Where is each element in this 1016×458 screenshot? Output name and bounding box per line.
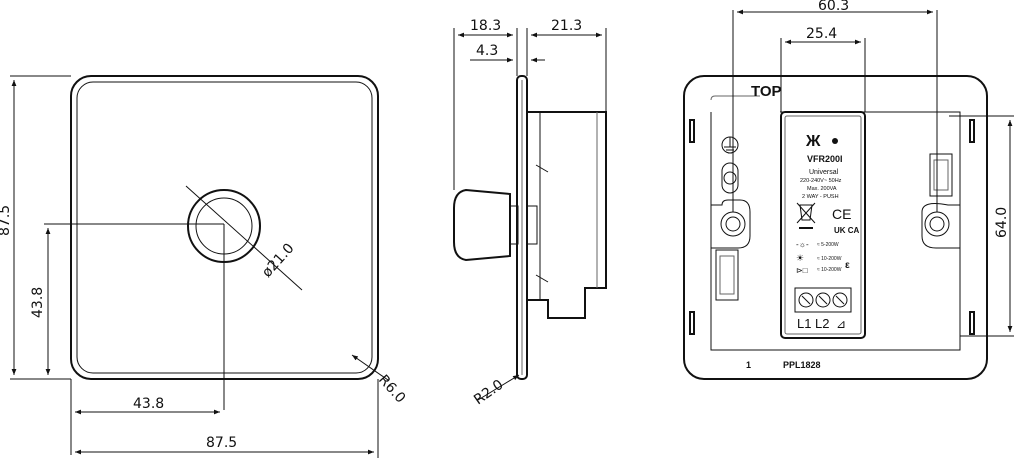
fixing-lug-right [921, 203, 960, 249]
fixing-hole-left-inner [725, 216, 741, 232]
center-y-dimension-label: 43.8 [30, 287, 46, 318]
slot-top-left [689, 119, 695, 143]
terminal-block [794, 287, 852, 313]
earth-terminal [721, 162, 739, 194]
edge-radius-leader [477, 374, 520, 401]
clip-left-inner [719, 255, 735, 295]
load-line-3: ≈ 10-200W [817, 267, 842, 273]
terminal-screw-3 [832, 292, 848, 308]
module-width-label: 25.4 [806, 26, 837, 42]
height-dimension-label: 87.5 [0, 205, 13, 236]
weee-bin-icon [796, 202, 816, 224]
knob-shaft [509, 205, 519, 245]
terminal-l2: L2 [815, 316, 829, 331]
fixing-hole-right-outer [924, 211, 950, 237]
earth-symbol-icon [724, 137, 736, 154]
footer-code: PPL1828 [783, 360, 821, 370]
spec-line-4: 2 WAY - PUSH [802, 194, 839, 200]
rear-plate-outline [683, 75, 988, 380]
corner-radius-label: R6.0 [375, 372, 408, 406]
dimmer-body [526, 111, 607, 319]
clip-right-inner [933, 159, 949, 191]
fixing-lug-left [711, 199, 751, 249]
terminal-screw-2 [815, 292, 831, 308]
model-label: VFR200I [807, 154, 843, 164]
depth-back-label: 21.3 [551, 18, 582, 34]
front-view: ø21.0 87.5 43.8 43.8 87.5 R6.0 [0, 75, 408, 458]
fixing-hole-right-inner [929, 216, 945, 232]
halogen-icon: ⊳□ [796, 266, 808, 275]
dimmer-module-inner [784, 115, 862, 335]
rear-frame-top-edge [710, 95, 760, 101]
terminal-load-icon: ⊿ [836, 317, 846, 331]
slot-bottom-left [689, 311, 695, 335]
clip-right [929, 153, 953, 197]
terminal-screw-1 [798, 292, 814, 308]
ce-mark: CE [832, 206, 851, 222]
knob-diameter-label: ø21.0 [259, 240, 297, 280]
electronic-symbol: ε [845, 260, 850, 271]
terminal-screw-slots [801, 295, 845, 305]
spec-line-1: Universal [809, 169, 839, 176]
depth-front-label: 18.3 [470, 18, 501, 34]
edge-radius-label: R2.0 [471, 377, 506, 408]
shaft-boss [526, 205, 538, 245]
fixing-height-label: 64.0 [994, 207, 1010, 238]
diameter-leader [185, 185, 303, 291]
top-label: TOP [751, 83, 782, 100]
ukca-mark: UK CA [834, 226, 860, 235]
dimmer-module [780, 111, 866, 339]
footer-number: 1 [746, 360, 751, 370]
body-clip-marks [535, 164, 549, 283]
spec-line-2: 220-240V~ 50Hz [800, 178, 842, 184]
side-knob [453, 188, 511, 262]
plate-thickness-label: 4.3 [476, 43, 498, 59]
load-line-1: ≈ 5-200W [817, 242, 839, 248]
brand-dot [832, 138, 838, 144]
terminal-l1: L1 [797, 316, 811, 331]
corner-radius-leader [351, 354, 389, 381]
slot-top-right [969, 119, 975, 143]
brand-mark: Ж [805, 133, 821, 150]
slot-bottom-right [969, 311, 975, 335]
rear-view: TOP Ж VFR200I Universal 220-240V~ 50Hz M… [683, 0, 1014, 380]
rear-frame-outline [710, 111, 961, 351]
fixing-hole-left-outer [720, 211, 746, 237]
center-x-dimension-label: 43.8 [133, 396, 164, 412]
fixing-width-label: 60.3 [818, 0, 849, 14]
width-dimension-label: 87.5 [206, 435, 237, 451]
side-view: 18.3 4.3 21.3 R2.0 [453, 18, 607, 408]
load-line-2: ≈ 10-200W [817, 256, 842, 262]
bulb-icon: ☀ [796, 253, 804, 263]
spec-line-3: Max. 200VA [807, 186, 837, 192]
earth-screw [723, 171, 737, 185]
led-icon: -☼- [796, 240, 809, 249]
clip-left [715, 249, 739, 301]
